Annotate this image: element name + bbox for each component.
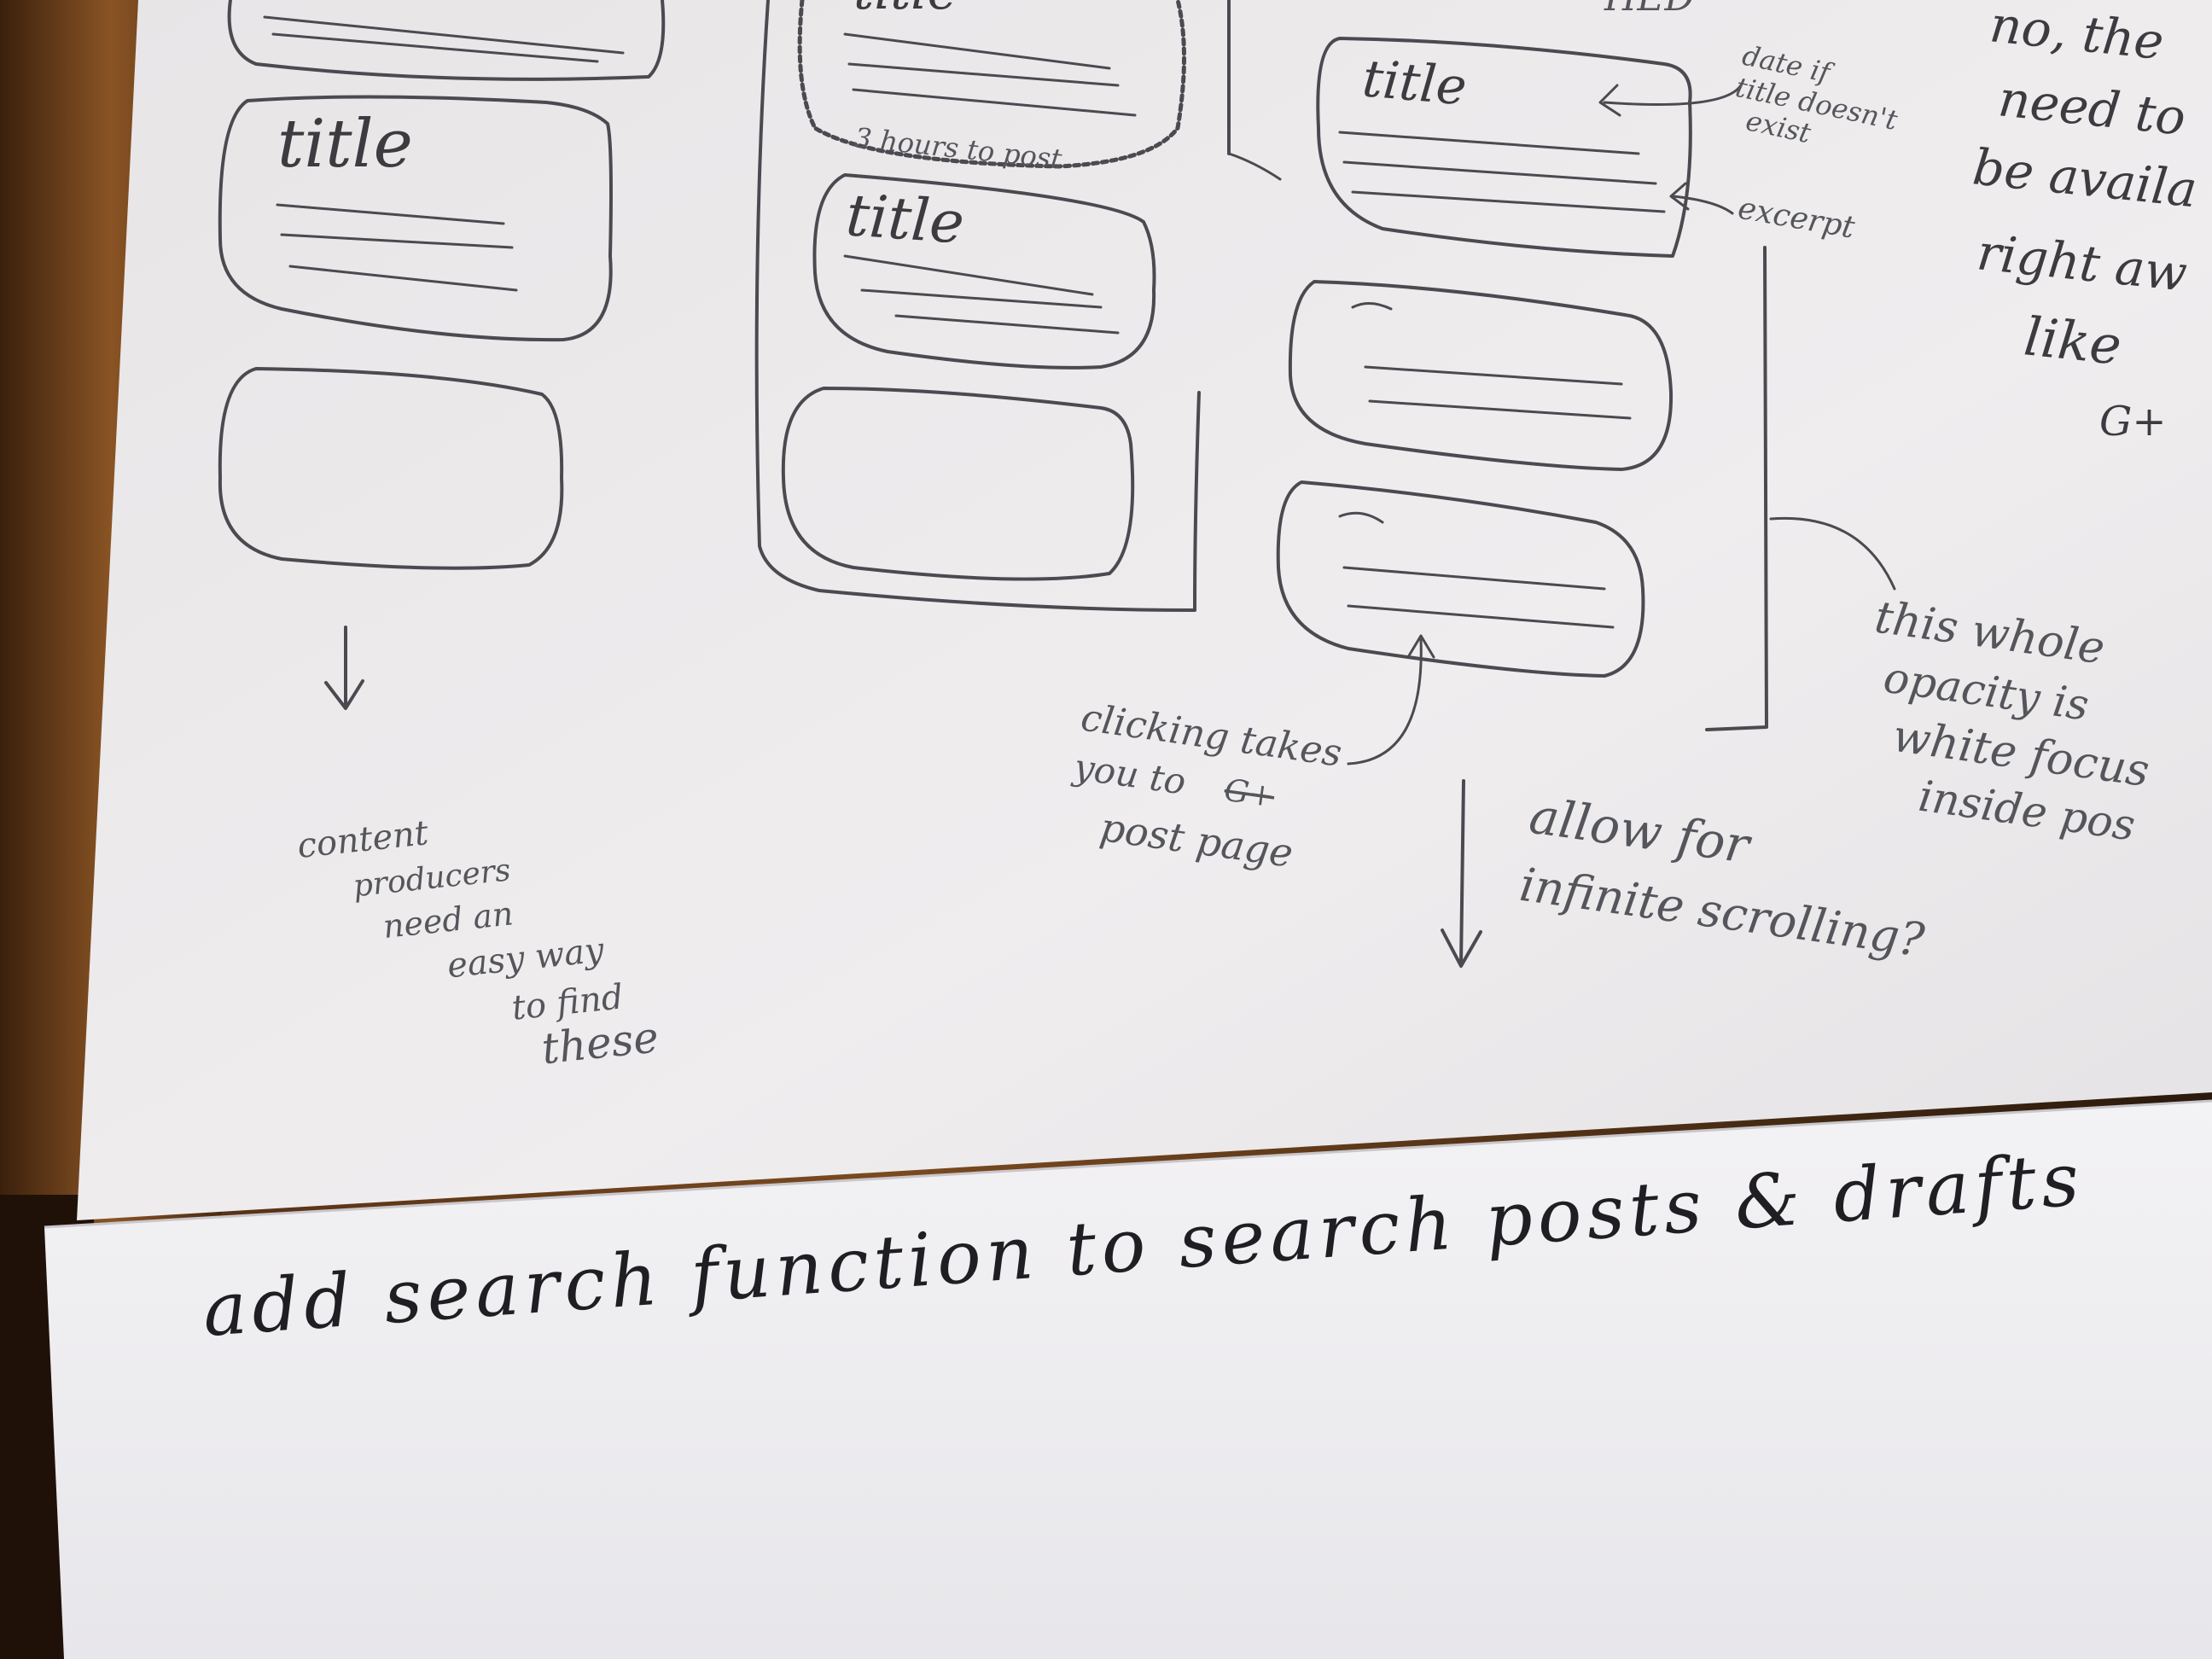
column-1-empty-card xyxy=(218,367,564,570)
arrow-to-excerpt-icon xyxy=(1669,182,1734,215)
column-1-card-top-partial xyxy=(227,0,666,81)
svg-text:G+: G+ xyxy=(2099,398,2167,445)
date-note: date if title doesn't exist xyxy=(1732,39,1900,150)
column-3-card-3 xyxy=(1276,480,1645,678)
column-3-card xyxy=(1316,37,1692,258)
arrow-to-card-icon xyxy=(1347,634,1435,765)
svg-text:these: these xyxy=(539,1012,661,1074)
column-2-highlighted-card xyxy=(797,0,1186,169)
column-3-card-2 xyxy=(1288,280,1674,471)
column-2-empty-card xyxy=(781,387,1135,581)
card-text-lines xyxy=(276,203,518,292)
column-1-card-title: title xyxy=(277,106,413,183)
frame-corner xyxy=(1227,152,1282,181)
svg-text:like: like xyxy=(2021,305,2124,377)
card-text-lines xyxy=(1351,302,1632,420)
column-2-card xyxy=(812,173,1156,370)
down-arrow-icon xyxy=(324,626,364,710)
arrow-to-title-icon xyxy=(1598,84,1743,117)
card-text-lines xyxy=(843,32,1137,117)
bracket-connector xyxy=(1769,516,1896,591)
column-3-card-title: title xyxy=(1360,49,1470,117)
struck-g-plus: G+ xyxy=(1222,773,1277,815)
bottom-paper-sheet xyxy=(44,1101,2212,1659)
card-text-lines xyxy=(1338,131,1666,213)
scroll-down-arrow-icon xyxy=(1441,779,1482,968)
column-2-top-card-title: title xyxy=(853,0,958,21)
column-2-frame xyxy=(754,0,1231,612)
column-1-card xyxy=(218,95,613,342)
card-text-lines xyxy=(843,254,1120,335)
card-text-lines xyxy=(263,15,625,63)
card-text-lines xyxy=(1338,511,1615,629)
column-3-header-fragment: HED xyxy=(1604,0,1695,20)
column-1-sketch: title content producers need an easy way… xyxy=(218,0,666,1074)
sheet-edge xyxy=(44,1099,2212,1229)
column-2-card-title: title xyxy=(844,182,967,257)
bracket-icon xyxy=(1705,246,1768,731)
